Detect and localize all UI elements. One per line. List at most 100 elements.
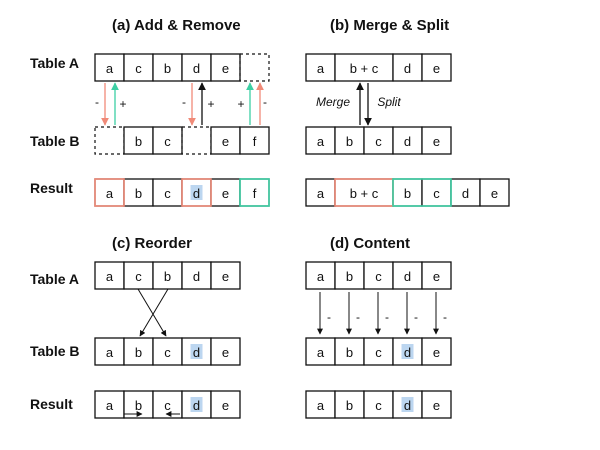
panel-d-result-cell-3: d: [392, 390, 423, 419]
panel-a-table-b-cell-4-box: [210, 126, 241, 155]
panel-d-minus-0: -: [327, 310, 331, 324]
panel-d-result-cell-3-highlight: [401, 397, 414, 412]
panel-b-table-a-cell-0-box: [305, 53, 336, 82]
panel-b-table-b-cell-3-box: [392, 126, 423, 155]
panel-b-result-cell-3-text: c: [433, 186, 440, 201]
panel-a-minus-1: -: [95, 95, 99, 109]
panel-c-table-b-cell-3: d: [181, 337, 212, 366]
panel-b-result-cell-0-box: [305, 178, 336, 207]
panel-c-table-a-cell-3-text: d: [193, 269, 200, 284]
panel-d-table-b-cell-3-text: d: [404, 345, 411, 360]
panel-a-table-b-cell-4: e: [210, 126, 241, 155]
panel-d-table-a-cell-0-text: a: [317, 269, 325, 284]
panel-b-table-b-cell-1-text: b: [346, 134, 353, 149]
panel-d-table-b-cell-4-text: e: [433, 345, 440, 360]
panel-a-result-cell-2: c: [152, 178, 183, 207]
panel-c-table-a-cell-0: a: [94, 261, 125, 290]
panel-b-table-a-cell-3-text: e: [433, 61, 440, 76]
panel-b-table-a-cell-3-box: [421, 53, 452, 82]
panel-c-table-a-cell-4: e: [210, 261, 241, 290]
panel-d-result-cell-1-text: b: [346, 398, 353, 413]
panel-c-table-a-cell-0-text: a: [106, 269, 114, 284]
panel-a-table-b-cell-5-text: f: [253, 134, 257, 149]
panel-b-result-cell-5-box: [479, 178, 510, 207]
panel-c-table-b-cell-1-text: b: [135, 345, 142, 360]
panel-c-result-cell-0: a: [94, 390, 125, 419]
panel-c-result-cell-3-text: d: [193, 398, 200, 413]
panel-a-result-cell-5: f: [239, 178, 270, 207]
panel-a-result-added-outline-a: [94, 178, 125, 207]
panel-d-minus-2: -: [385, 310, 389, 324]
panel-c-result-cell-1-text: b: [135, 398, 142, 413]
split-label: Split: [377, 95, 401, 109]
panel-b-title: (b) Merge & Split: [330, 17, 449, 34]
panel-b-result-cell-3: c: [421, 178, 452, 207]
panel-d-result-cell-1-box: [334, 390, 365, 419]
panel-a-table-a-cell-5: [239, 53, 270, 82]
panel-d-table-a-cell-4: e: [421, 261, 452, 290]
panel-a-result-cell-0-text: a: [106, 186, 114, 201]
panel-d-table-a-cell-3-text: d: [404, 269, 411, 284]
row-label-result-bottom: Result: [30, 396, 73, 412]
panel-a-table-a-cell-0: a: [94, 53, 125, 82]
panel-d-minus-4: -: [443, 310, 447, 324]
panel-d-table-a-cell-3: d: [392, 261, 423, 290]
panel-a-result-cell-2-text: c: [164, 186, 171, 201]
panel-b-result-cell-5: e: [479, 178, 510, 207]
panel-a-table-a-cell-1: c: [123, 53, 154, 82]
panel-a-result-cell-4-text: e: [222, 186, 229, 201]
panel-b-table-a-cell-2-text: d: [404, 61, 411, 76]
panel-b-table-b-cell-4-text: e: [433, 134, 440, 149]
panel-b-table-a-cell-2: d: [392, 53, 423, 82]
panel-a-table-a-cell-2: b: [152, 53, 183, 82]
panel-d-table-b-cell-4-box: [421, 337, 452, 366]
panel-a-result-cell-4: e: [210, 178, 241, 207]
panel-d-result-cell-3-text: d: [404, 398, 411, 413]
panel-a-minus-3: -: [263, 95, 267, 109]
panel-c-reorder-arrow-1: [137, 288, 167, 337]
panel-b-result-cell-1-box: [334, 178, 394, 207]
panel-a-table-b-cell-2-text: c: [164, 134, 171, 149]
panel-b-table-a-cell-0-text: a: [317, 61, 325, 76]
panel-a-table-b-cell-5-box: [239, 126, 270, 155]
panel-a-plus-2: +: [207, 97, 214, 111]
panel-d-result-cell-0-box: [305, 390, 336, 419]
panel-c-table-a-cell-1-text: c: [135, 269, 142, 284]
row-label-table-b-bottom: Table B: [30, 343, 80, 359]
panel-c-table-a-cell-2: b: [152, 261, 183, 290]
panel-a-result-cell-5-text: f: [253, 186, 257, 201]
panel-b-result-cell-4-text: d: [462, 186, 469, 201]
panel-d-table-b-cell-1-text: b: [346, 345, 353, 360]
panel-c-table-b-cell-4-box: [210, 337, 241, 366]
panel-a-table-a-cell-3-text: d: [193, 61, 200, 76]
panel-b-table-b-cell-0: a: [305, 126, 336, 155]
panel-b-result-cell-5-text: e: [491, 186, 498, 201]
panel-a-minus-2: -: [182, 95, 186, 109]
panel-b-result-cell-0: a: [305, 178, 336, 207]
panel-a-table-b-cell-1: b: [123, 126, 154, 155]
panel-b-result-cell-0-text: a: [317, 186, 325, 201]
panel-a-result-cell-2-box: [152, 178, 183, 207]
row-label-table-a-bottom: Table A: [30, 271, 79, 287]
panel-d-table-a-cell-1-text: b: [346, 269, 353, 284]
panel-b-table-a-cell-3: e: [421, 53, 452, 82]
panel-d-result-cell-2: c: [363, 390, 394, 419]
panel-d-table-b-cell-0: a: [305, 337, 336, 366]
panel-c-table-b-cell-0: a: [94, 337, 125, 366]
panel-b-table-b-cell-1-box: [334, 126, 365, 155]
panel-c-table-b-cell-4: e: [210, 337, 241, 366]
panel-a-table-a-cell-4: e: [210, 53, 241, 82]
panel-b-result-cell-2: b: [392, 178, 423, 207]
panel-c-table-b-cell-3-box: [181, 337, 212, 366]
panel-a-table-b-cell-3: [181, 126, 212, 155]
panel-b-table-b-cell-2-text: c: [375, 134, 382, 149]
panel-d-table-a-cell-3-box: [392, 261, 423, 290]
panel-b-table-a-cell-2-box: [392, 53, 423, 82]
panel-c-table-a-cell-2-text: b: [164, 269, 171, 284]
panel-b-table-b-cell-1: b: [334, 126, 365, 155]
panel-d-table-a-cell-4-text: e: [433, 269, 440, 284]
row-label-result-top: Result: [30, 180, 73, 196]
panel-d-table-b-cell-2-text: c: [375, 345, 382, 360]
panel-c-table-b-cell-2: c: [152, 337, 183, 366]
